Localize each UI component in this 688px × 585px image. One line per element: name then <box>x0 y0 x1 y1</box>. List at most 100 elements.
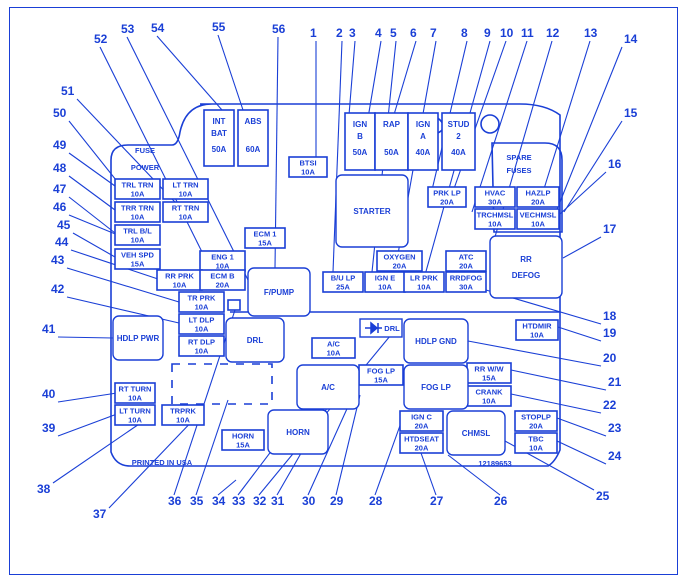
maxi-fuse-rating: 50A <box>353 148 368 157</box>
label-text: 12189653 <box>478 459 511 468</box>
fuse-rating: 15A <box>374 376 388 385</box>
callout-number: 25 <box>596 489 610 503</box>
callout-number: 27 <box>430 494 444 508</box>
fuse-rating: 10A <box>131 236 145 245</box>
fuse-name: HAZLP <box>526 189 551 198</box>
small-terminal <box>227 299 241 311</box>
fuse-rating: 10A <box>531 220 545 229</box>
relay-hdlp-gnd: HDLP GND <box>403 318 469 364</box>
fuse-name: RR PRK <box>165 272 194 281</box>
fuse-body <box>474 208 516 230</box>
fuse-body <box>311 337 356 359</box>
fuse-body <box>399 432 444 454</box>
fuse-body <box>221 429 265 451</box>
fuse-name: BTSI <box>299 159 316 168</box>
fuse-body <box>178 335 225 357</box>
fuse-body <box>114 201 161 223</box>
callout-number: 53 <box>121 22 135 36</box>
maxi-fuse-name: BAT <box>211 129 227 138</box>
fuse-rating: 10A <box>417 283 431 292</box>
fuse-name: RT DLP <box>188 338 215 347</box>
callout-number: 13 <box>584 26 598 40</box>
fuse-rating: 10A <box>488 220 502 229</box>
callout-number: 6 <box>410 26 417 40</box>
relay-name: CHMSL <box>462 429 491 438</box>
callout-number: 26 <box>494 494 508 508</box>
fuse-name: FOG LP <box>367 367 395 376</box>
fuse-rating: 25A <box>336 283 350 292</box>
leader-line-3 <box>348 40 356 116</box>
fuse-name: LT TURN <box>119 407 151 416</box>
fuse-rating: 10A <box>128 394 142 403</box>
callout-number: 55 <box>212 20 226 34</box>
fuse-name: RRDFOG <box>450 274 483 283</box>
relay-name: RR <box>520 255 532 264</box>
leader-line-17 <box>562 236 602 259</box>
maxi-fuse-name: ABS <box>245 117 263 126</box>
diode-icon <box>365 321 382 335</box>
callout-number: 33 <box>232 494 246 508</box>
fuse-name: HTDSEAT <box>404 435 439 444</box>
relay-body <box>112 315 164 361</box>
relay-name: HDLP PWR <box>117 334 160 343</box>
fuse-rating: 10A <box>530 331 544 340</box>
leader-line-23 <box>556 417 607 437</box>
callout-number: 42 <box>51 282 65 296</box>
leader-line-40 <box>57 392 118 403</box>
leader-line-20 <box>467 340 602 367</box>
fuse-name: CRANK <box>475 388 503 397</box>
fuse-body <box>515 319 559 341</box>
leader-line-29 <box>335 394 361 496</box>
fuse-name: VEH SPD <box>121 251 155 260</box>
fuse-name: ATC <box>459 253 474 262</box>
callout-number: 20 <box>603 351 617 365</box>
fuse-rating: 10A <box>327 349 341 358</box>
relay-body <box>296 364 360 410</box>
fuse-name: HTDMIR <box>522 322 552 331</box>
fuse-name: VECHMSL <box>520 211 557 220</box>
maxi-fuse-name: INT <box>213 117 226 126</box>
callout-number: 31 <box>271 494 285 508</box>
callout-number: 44 <box>55 235 69 249</box>
relay-name: F/PUMP <box>264 288 295 297</box>
fuse-name: TRL TRN <box>122 181 154 190</box>
relay-name: A/C <box>321 383 335 392</box>
fuse-rating: 10A <box>173 281 187 290</box>
callout-number: 52 <box>94 32 108 46</box>
stud-hole <box>480 114 500 134</box>
fuse-body <box>288 156 328 178</box>
callout-number: 30 <box>302 494 316 508</box>
relay-drl-relay: DRL <box>225 317 285 363</box>
callout-number: 21 <box>608 375 622 389</box>
callout-number: 34 <box>212 494 226 508</box>
callout-number: 28 <box>369 494 383 508</box>
fuse-body <box>162 201 209 223</box>
fuse-rating: 10A <box>216 262 230 271</box>
leader-line-39 <box>57 413 118 437</box>
label-text: POWER <box>131 163 160 172</box>
fuse-body <box>322 271 364 293</box>
fuse-name: ECM B <box>210 272 235 281</box>
callout-number: 19 <box>603 326 617 340</box>
leader-line-14 <box>555 46 623 213</box>
maxi-fuse-name: A <box>420 132 426 141</box>
fuse-rating: 30A <box>459 283 473 292</box>
fuse-rating: 20A <box>440 198 454 207</box>
callout-number: 32 <box>253 494 267 508</box>
fuse-name: IGN C <box>411 413 432 422</box>
callout-number: 23 <box>608 421 622 435</box>
